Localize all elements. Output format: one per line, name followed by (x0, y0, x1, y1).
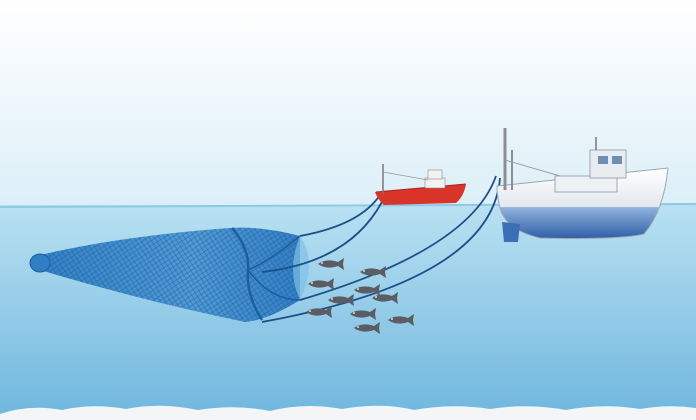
fish-9 (388, 314, 414, 326)
red-boat-hull (375, 184, 466, 205)
fish-8 (350, 308, 376, 320)
white-boat-window (598, 156, 608, 164)
fish-1 (318, 258, 344, 270)
trawl-net (29, 227, 309, 322)
white-fishing-boat (496, 128, 669, 242)
red-boat-rigging (382, 171, 429, 181)
net-mouth-opening (293, 236, 309, 300)
fish-5 (328, 294, 354, 306)
rope-red-boat-lower (261, 197, 385, 273)
net-cod-end (29, 253, 51, 273)
white-boat-window-2 (612, 156, 622, 164)
white-boat-rigging (504, 159, 561, 177)
net-mouth-lower (247, 269, 301, 301)
net-mouth-rim (247, 235, 301, 271)
fish-6 (372, 292, 398, 304)
seabed (0, 405, 696, 420)
red-boat-cabin (424, 177, 446, 189)
red-boat-deck-line (375, 183, 467, 193)
rope-red-boat-upper (299, 194, 381, 237)
fish-10 (354, 322, 380, 334)
white-boat-hull (496, 167, 669, 239)
fish-3 (308, 278, 334, 290)
fish-2 (360, 266, 386, 278)
fish-4 (354, 284, 380, 296)
red-fishing-boat (375, 164, 467, 205)
red-boat-wheelhouse (427, 169, 443, 180)
white-boat-keel (502, 222, 520, 242)
white-boat-cabin (554, 175, 618, 193)
rope-white-boat-upper (299, 175, 497, 301)
fish-7 (306, 306, 332, 318)
fish-school (306, 258, 414, 334)
net-mesh (33, 227, 300, 322)
